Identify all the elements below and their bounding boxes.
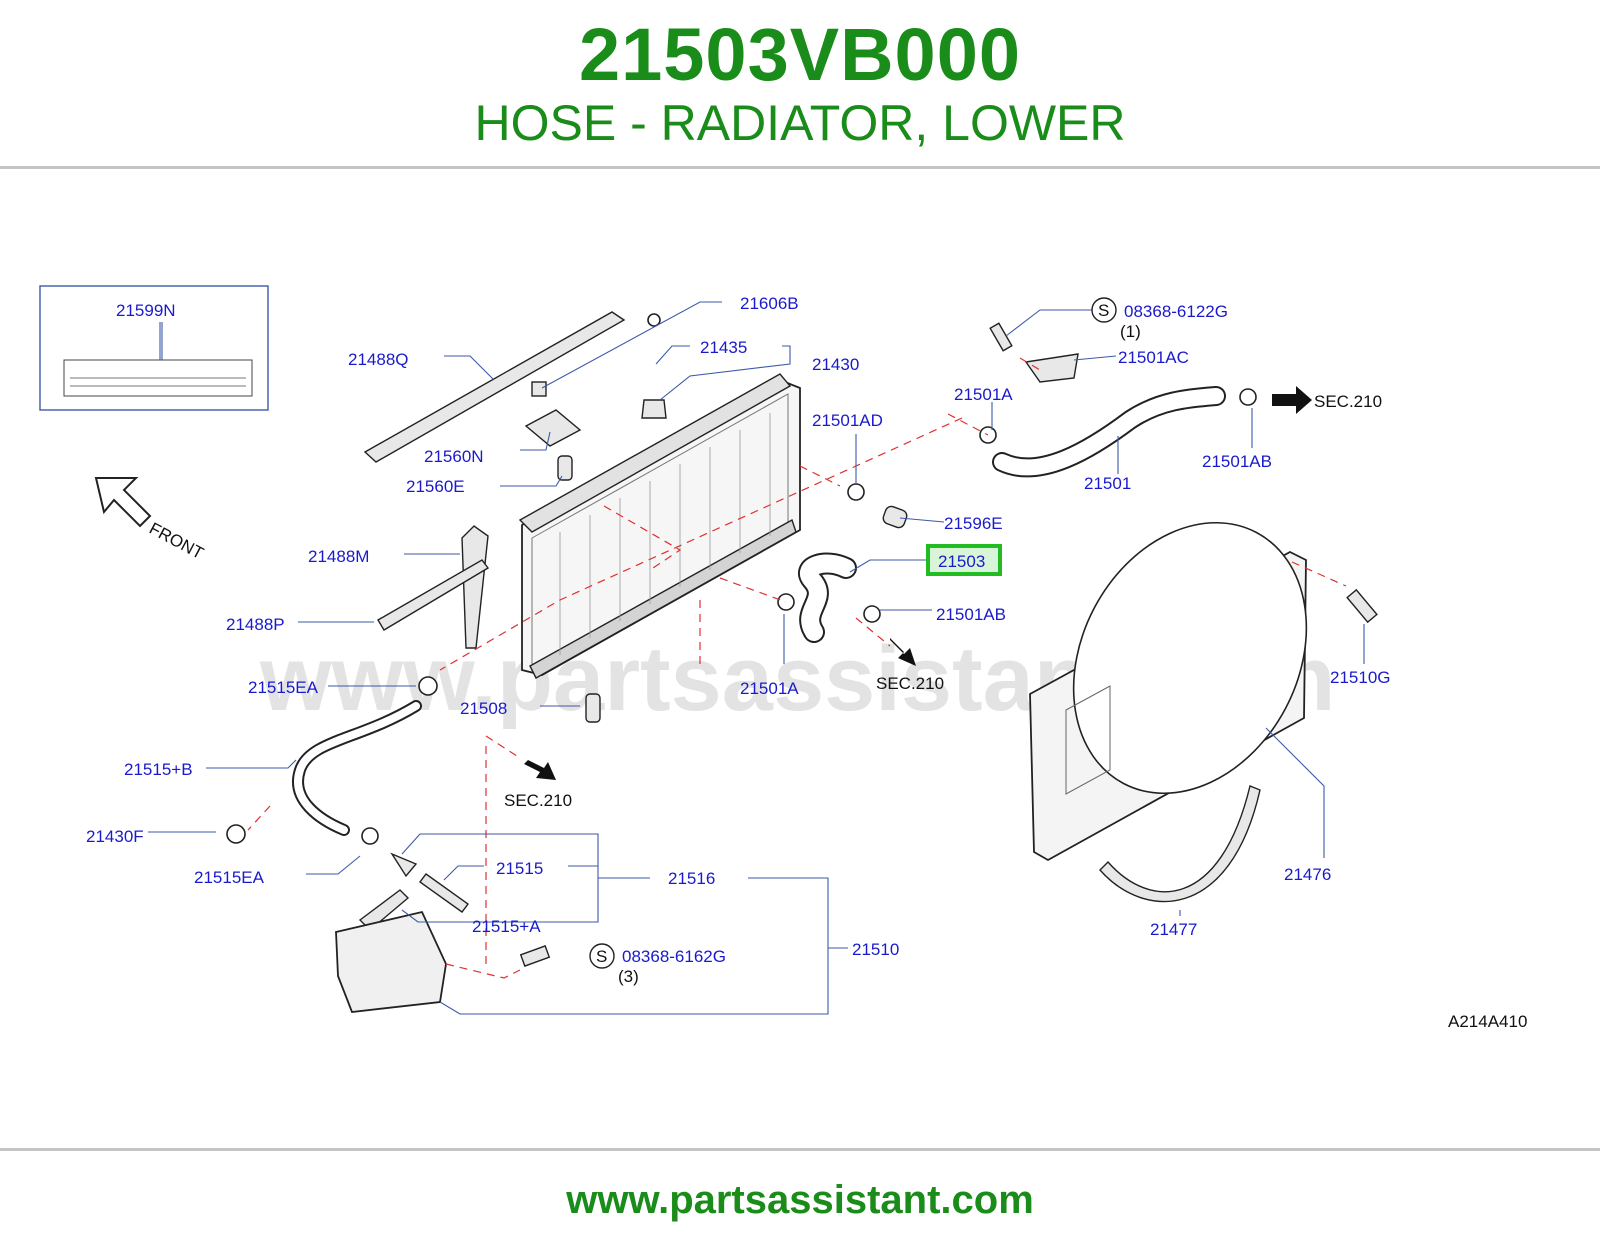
seal-side-lower — [377, 559, 490, 631]
callout-21515EA-2: 21515EA — [194, 868, 265, 887]
clamp-21430F — [226, 824, 246, 844]
callout-21488P: 21488P — [226, 615, 285, 634]
callout-21560E: 21560E — [406, 477, 465, 496]
callout-21501AD: 21501AD — [812, 411, 883, 430]
fan-shroud-21476 — [1029, 521, 1308, 862]
callout-21435: 21435 — [700, 338, 747, 357]
bracket-21560N — [524, 409, 582, 447]
bracket-21501AC — [1024, 353, 1079, 383]
callout-qty-3: (3) — [618, 967, 639, 986]
shroud-lower-21477 — [1099, 785, 1261, 903]
callout-21515: 21515 — [496, 859, 543, 878]
clamp-21515EA-lower — [361, 827, 379, 845]
diagram-code: A214A410 — [1448, 1012, 1527, 1031]
seal-strip-upper — [363, 311, 626, 463]
label-box — [39, 285, 269, 411]
bolt-08368-6122G — [989, 322, 1013, 352]
circled-s-text-1: S — [1098, 301, 1109, 320]
circled-s-icon-1 — [1091, 297, 1117, 323]
callout-21501: 21501 — [1084, 474, 1131, 493]
radiator-cap-21430 — [641, 399, 667, 419]
footer-divider — [0, 1148, 1600, 1151]
parts-diagram-svg: www.partsassistant.com FRONT — [39, 285, 1527, 1031]
footer-url-link[interactable]: www.partsassistant.com — [566, 1178, 1034, 1222]
callout-08368-6122G: 08368-6122G — [1124, 302, 1228, 321]
connector-21515 — [390, 852, 418, 878]
clamp-21501AB-upper — [1239, 388, 1257, 406]
callout-21510G: 21510G — [1330, 668, 1391, 687]
section-ref-3: SEC.210 — [504, 791, 572, 810]
reservoir-tank-21510 — [335, 910, 447, 1013]
callout-21596E: 21596E — [944, 514, 1003, 533]
part-number-title: 21503VB000 — [578, 13, 1022, 96]
mount-21508 — [585, 693, 601, 723]
header-divider — [0, 166, 1600, 169]
circled-s-icon-2 — [589, 943, 615, 969]
parts-diagram: www.partsassistant.com FRONT — [0, 270, 1600, 1070]
section-ref-2: SEC.210 — [876, 674, 944, 693]
front-arrow-icon — [94, 477, 152, 528]
arrow-down-right-icon — [890, 638, 916, 666]
callout-21477: 21477 — [1150, 920, 1197, 939]
seal-side-vertical — [461, 525, 489, 649]
callout-21510: 21510 — [852, 940, 899, 959]
front-label: FRONT — [146, 519, 207, 563]
arrow-right-icon — [1272, 386, 1312, 414]
callout-21430F: 21430F — [86, 827, 144, 846]
callout-qty-1: (1) — [1120, 322, 1141, 341]
hose-21596E — [882, 505, 908, 529]
callout-21501AC: 21501AC — [1118, 348, 1189, 367]
callout-21508: 21508 — [460, 699, 507, 718]
callout-08368-6162G: 08368-6162G — [622, 947, 726, 966]
clamp-21501AD — [847, 483, 865, 501]
callout-21501AB: 21501AB — [1202, 452, 1272, 471]
callout-21599N: 21599N — [116, 301, 176, 320]
radiator-core — [518, 373, 801, 679]
callout-21488Q: 21488Q — [348, 350, 409, 369]
callout-21606B: 21606B — [740, 294, 799, 313]
callout-21515A: 21515+A — [472, 917, 541, 936]
clip-21606B — [531, 381, 547, 397]
callout-21476: 21476 — [1284, 865, 1331, 884]
arrow-down-right-icon-2 — [524, 760, 556, 780]
callout-21503: 21503 — [938, 552, 985, 571]
part-name-subtitle: HOSE - RADIATOR, LOWER — [474, 95, 1126, 151]
page-header: 21503VB000 HOSE - RADIATOR, LOWER — [0, 0, 1600, 166]
callout-21501A: 21501A — [954, 385, 1013, 404]
clamp-21515EA-upper — [418, 676, 438, 696]
section-ref-1: SEC.210 — [1314, 392, 1382, 411]
clamp-21501AB-lower — [863, 605, 881, 623]
callout-21488M: 21488M — [308, 547, 369, 566]
highlight-box — [926, 544, 1002, 576]
callout-21560N: 21560N — [424, 447, 484, 466]
callout-21501A-2: 21501A — [740, 679, 799, 698]
circled-s-text-2: S — [596, 947, 607, 966]
callout-21501AB-2: 21501AB — [936, 605, 1006, 624]
callout-21430: 21430 — [812, 355, 859, 374]
bolt-21510G — [1346, 588, 1378, 624]
mount-21560E — [557, 455, 573, 481]
callout-21515EA: 21515EA — [248, 678, 319, 697]
drain-plug-21435 — [647, 313, 661, 327]
callout-21516: 21516 — [668, 869, 715, 888]
callout-21515B: 21515+B — [124, 760, 193, 779]
hose-21515 — [419, 873, 469, 913]
bolt-08368-6162G — [519, 945, 551, 967]
